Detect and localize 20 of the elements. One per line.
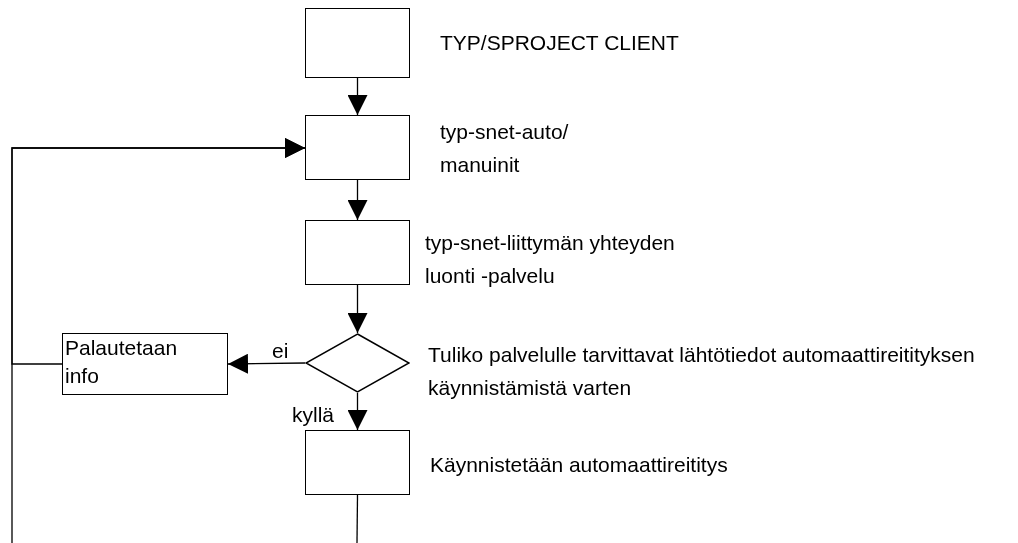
edge-label: kyllä [292,404,334,426]
process-box [305,115,410,180]
arrow [347,77,368,116]
arrow [347,392,368,431]
box-caption: typ-snet-auto/ manuinit [440,119,570,178]
arrow [347,284,368,334]
process-box [62,333,228,395]
connector-line [356,494,359,543]
box-text: Palautetaan info [64,335,179,389]
arrow [227,353,306,374]
process-box [305,220,410,285]
arrow [11,138,306,543]
box-caption: TYP/SPROJECT CLIENT [440,30,680,56]
box-caption: Tuliko palvelulle tarvittavat lähtötiedot automaattireitityksen käynnistämistä varten [428,342,976,401]
arrow [347,179,368,221]
process-box [305,430,410,495]
box-caption: typ-snet-liittymän yhteyden luonti -palvelu [425,230,676,289]
decision-diamond [305,333,410,393]
box-caption: Käynnistetään automaattireititys [430,452,729,478]
process-box [305,8,410,78]
